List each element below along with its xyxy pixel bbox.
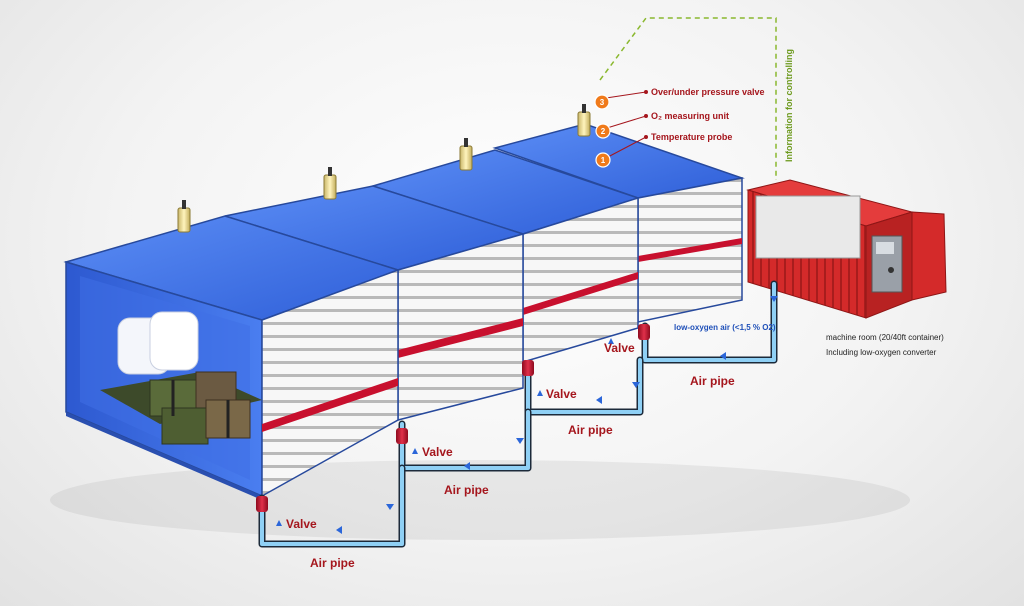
air-pipe-label-3: Air pipe — [568, 423, 613, 437]
probe-1 — [177, 207, 191, 233]
callout-label-temperature-probe: Temperature probe — [651, 132, 732, 142]
storage-container-3 — [370, 138, 641, 364]
machine-room-container — [746, 179, 947, 319]
machine-room-sublabel: Including low-oxygen converter — [826, 348, 937, 357]
callout-label-o2-unit: O₂ measuring unit — [651, 111, 729, 121]
control-info-label: Information for controlling — [784, 49, 794, 162]
callout-number-2: 2 — [601, 127, 606, 136]
storage-container-4 — [492, 104, 745, 323]
valve-label-4: Valve — [604, 341, 635, 355]
storage-container-1 — [63, 200, 401, 500]
callout-number-1: 1 — [601, 156, 606, 165]
storage-container-2 — [224, 167, 526, 421]
air-pipe-label-2: Air pipe — [444, 483, 489, 497]
probe-2 — [323, 174, 337, 200]
callout-badge-1 — [595, 152, 611, 168]
valve-4[interactable] — [638, 324, 650, 340]
callout-label-pressure-valve: Over/under pressure valve — [651, 87, 765, 97]
callout-number-3: 3 — [600, 98, 605, 107]
valve-label-2: Valve — [422, 445, 453, 459]
valve-3[interactable] — [522, 360, 534, 376]
probe-3 — [459, 145, 473, 171]
valve-label-1: Valve — [286, 517, 317, 531]
control-info-line — [599, 17, 777, 180]
machine-room-label: machine room (20/40ft container) — [826, 333, 944, 342]
callout-badge-2 — [595, 123, 611, 139]
valve-label-3: Valve — [546, 387, 577, 401]
floor-shadow — [50, 460, 910, 540]
air-pipe-label-1: Air pipe — [310, 556, 355, 570]
valve-2[interactable] — [396, 428, 408, 444]
callouts: 3 2 1 Over/under pressure valve O₂ measu… — [594, 87, 765, 168]
cargo-bags — [117, 311, 199, 375]
probe-4 — [577, 111, 591, 137]
cargo-pallet — [100, 371, 262, 445]
callout-badge-3 — [594, 94, 610, 110]
air-pipe-network — [258, 280, 778, 548]
valves — [256, 324, 650, 512]
flow-arrows — [276, 296, 778, 534]
air-pipe-label-4: Air pipe — [690, 374, 735, 388]
valve-1[interactable] — [256, 496, 268, 512]
low-oxygen-air-label: low-oxygen air (<1,5 % O2) — [674, 323, 776, 332]
